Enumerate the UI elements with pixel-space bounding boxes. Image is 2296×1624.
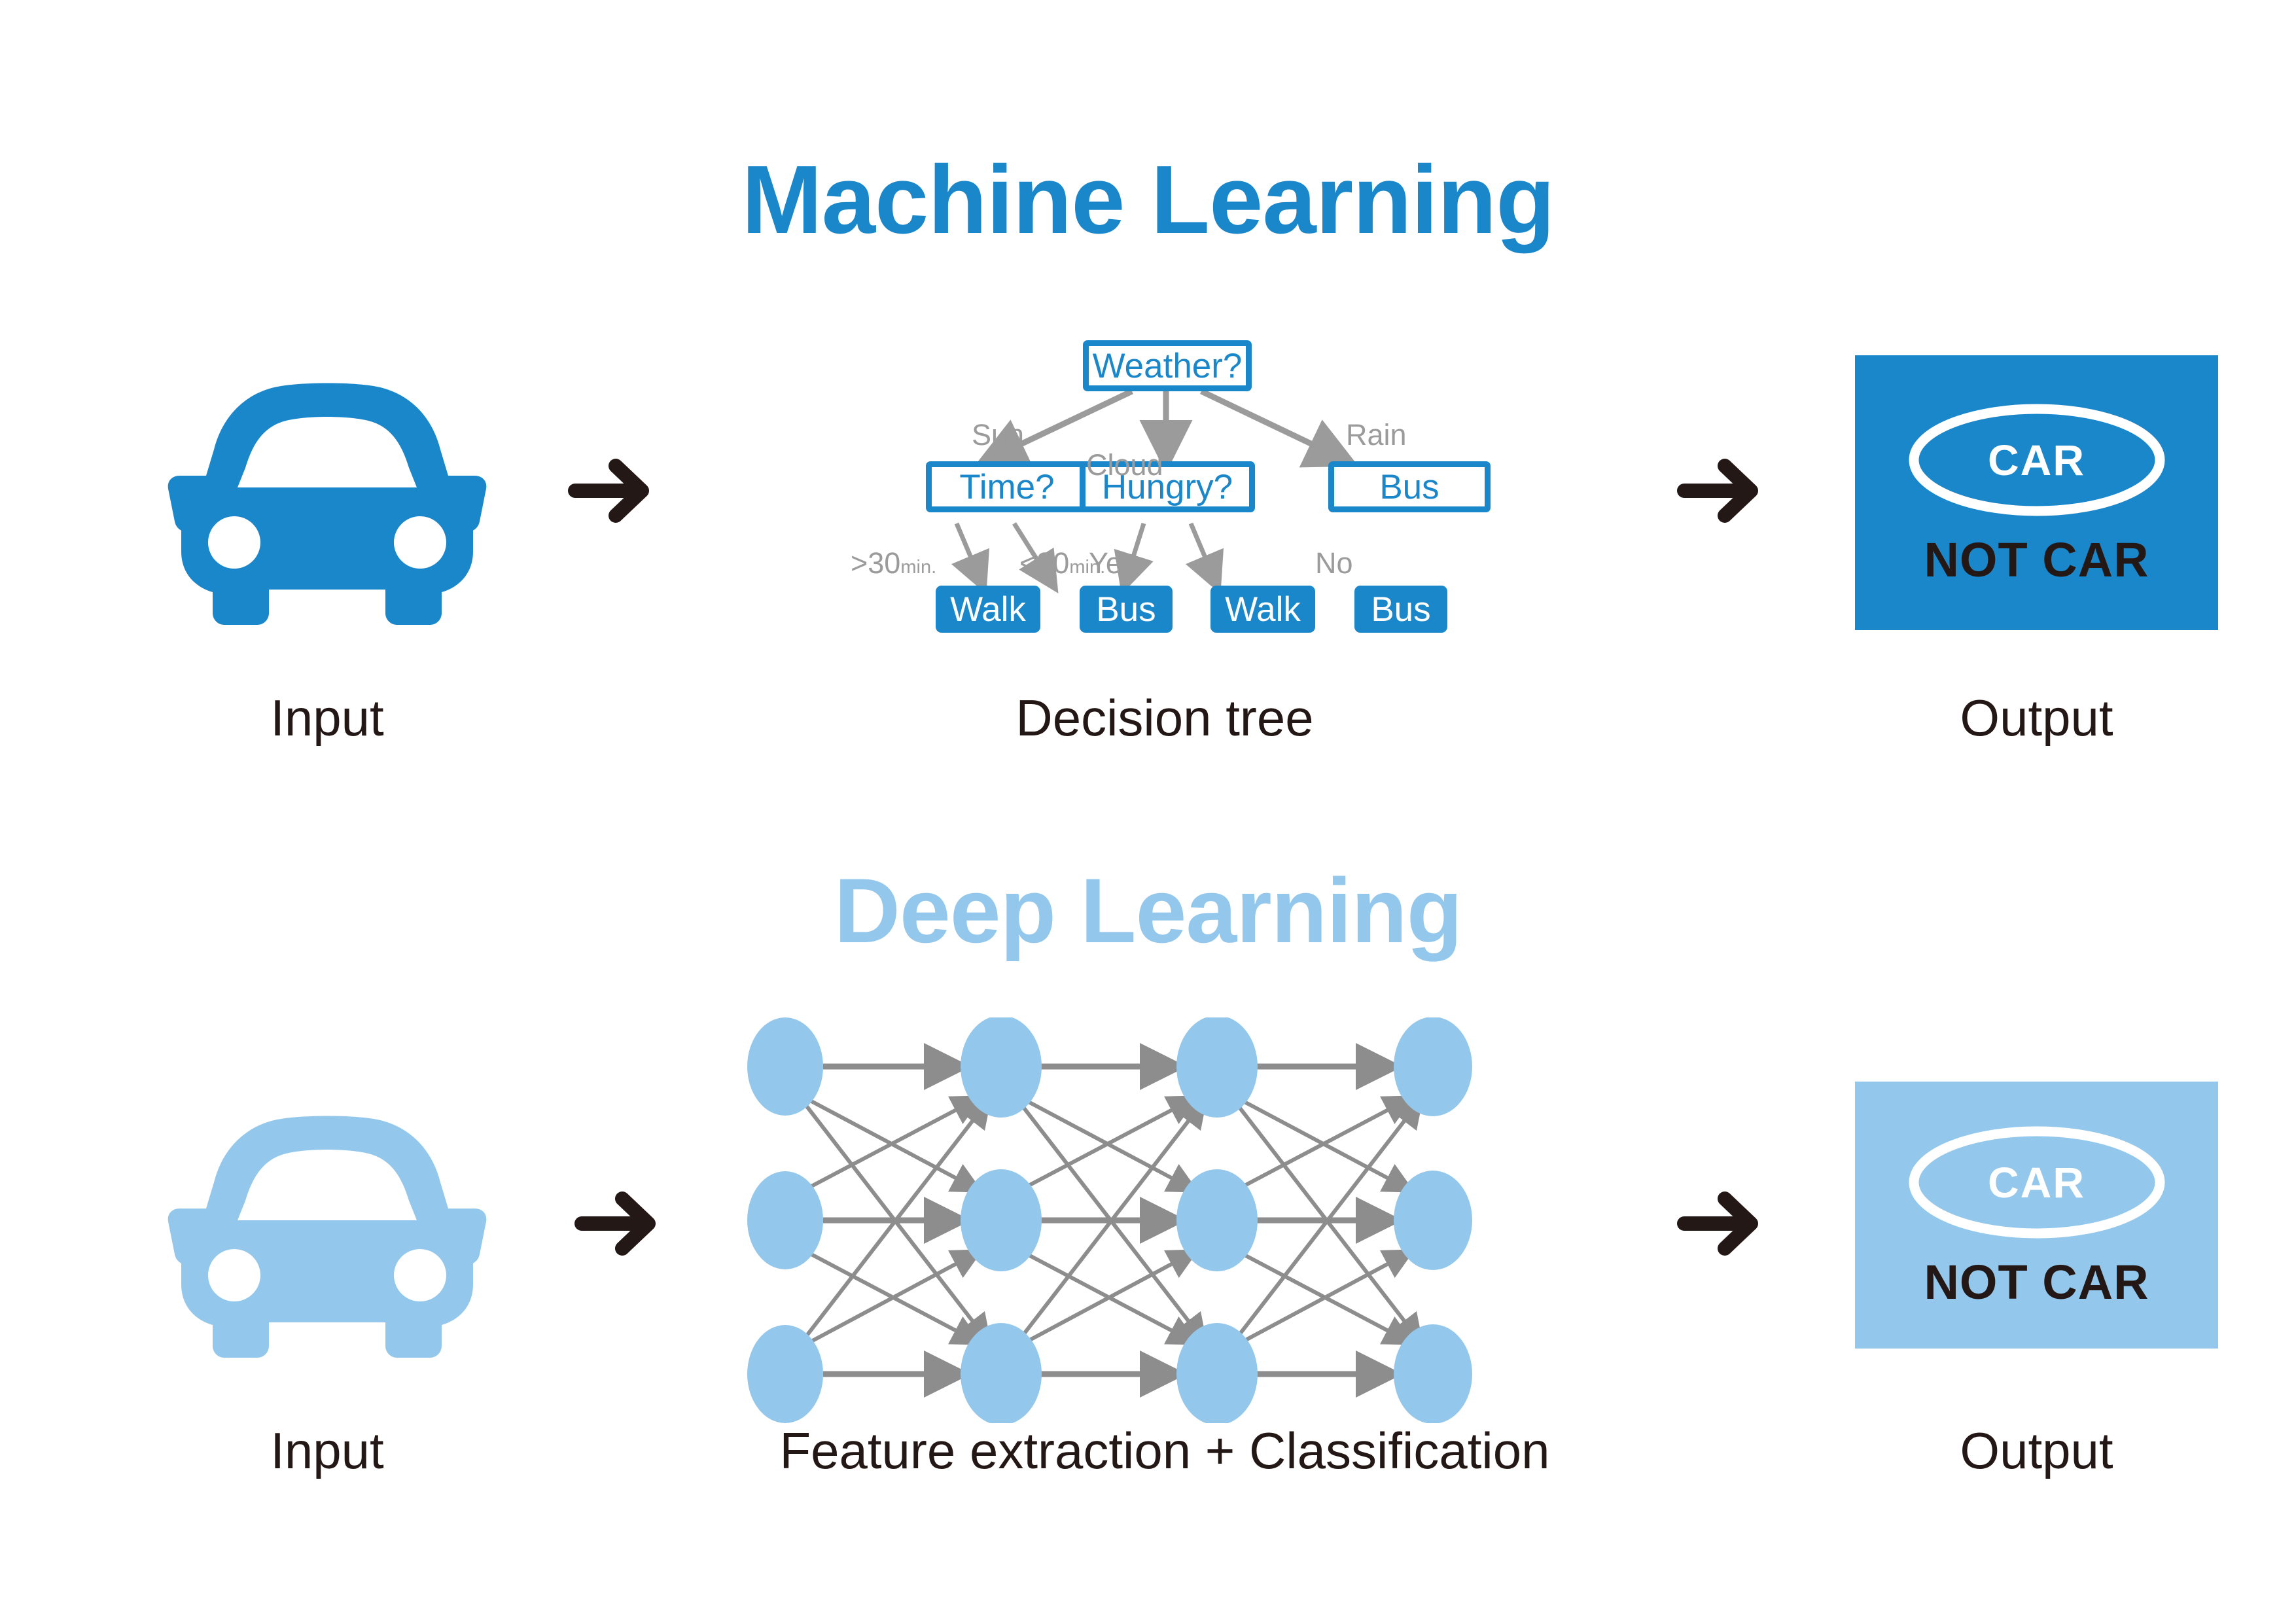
tree-edge-label-lt30-main: <30 bbox=[1019, 546, 1070, 580]
tree-edge-label-no: No bbox=[1315, 546, 1353, 580]
ml-car-badge-text: CAR bbox=[1988, 436, 2085, 484]
dl-arrow-1 bbox=[573, 1184, 664, 1263]
dl-output-panel: CAR NOT CAR bbox=[1855, 1082, 2218, 1349]
tree-node-time-label: Time? bbox=[959, 467, 1055, 506]
tree-edge-label-yes: Yes bbox=[1089, 546, 1137, 580]
ml-output-panel: CAR NOT CAR bbox=[1855, 355, 2218, 630]
tree-leaf-bus-1[interactable]: Bus bbox=[1080, 586, 1173, 633]
ml-car-badge: CAR bbox=[1906, 401, 2168, 519]
tree-node-weather[interactable]: Weather? bbox=[1083, 340, 1252, 391]
dl-car-badge-text: CAR bbox=[1988, 1158, 2085, 1207]
dl-output-label: Output bbox=[1960, 1422, 2113, 1479]
neural-network-nodes bbox=[747, 1015, 1472, 1425]
decision-tree: Weather? Time? Hungry? Bus Walk Bus Walk… bbox=[674, 340, 1655, 648]
tree-edge-label-cloud: Cloud bbox=[1086, 448, 1163, 482]
ml-arrow-2 bbox=[1675, 451, 1767, 530]
arrow-right-icon bbox=[1677, 459, 1758, 523]
tree-node-bus-rain[interactable]: Bus bbox=[1328, 461, 1491, 512]
tree-leaf-bus-2-label: Bus bbox=[1371, 590, 1431, 629]
dl-input-label: Input bbox=[270, 1422, 384, 1479]
arrow-right-icon bbox=[574, 1192, 656, 1256]
tree-node-hungry-label: Hungry? bbox=[1101, 467, 1233, 506]
tree-node-bus-rain-label: Bus bbox=[1379, 467, 1439, 506]
tree-leaf-bus-2[interactable]: Bus bbox=[1354, 586, 1447, 633]
tree-leaf-walk-2-label: Walk bbox=[1225, 590, 1301, 629]
dl-arrow-2 bbox=[1675, 1184, 1767, 1263]
dl-input-car-icon bbox=[167, 1103, 487, 1358]
neural-network-diagram bbox=[739, 1015, 1603, 1425]
arrow-right-icon bbox=[568, 459, 649, 523]
tree-leaf-bus-1-label: Bus bbox=[1096, 590, 1156, 629]
tree-edge-label-sun: Sun bbox=[972, 418, 1025, 451]
tree-node-time[interactable]: Time? bbox=[926, 461, 1088, 512]
dl-middle-label: Feature extraction + Classification bbox=[779, 1422, 1550, 1479]
neural-network-svg bbox=[747, 1015, 1472, 1425]
tree-node-weather-label: Weather? bbox=[1092, 346, 1243, 385]
tree-leaf-walk-1[interactable]: Walk bbox=[936, 586, 1040, 633]
ml-middle-label: Decision tree bbox=[1016, 689, 1314, 747]
tree-edge-label-gt30: >30min. bbox=[851, 548, 936, 578]
ml-input-label: Input bbox=[270, 689, 384, 747]
tree-edge-label-gt30-main: >30 bbox=[851, 546, 901, 580]
decision-tree-edges bbox=[951, 388, 1359, 595]
tree-node-hungry[interactable]: Hungry? bbox=[1080, 461, 1255, 512]
tree-edge-label-lt30: <30min. bbox=[1019, 548, 1105, 578]
tree-edge-label-lt30-unit: min. bbox=[1069, 557, 1106, 578]
arrow-right-icon bbox=[1677, 1192, 1758, 1256]
ml-input-car-icon bbox=[167, 370, 487, 625]
tree-edge-label-rain: Rain bbox=[1346, 418, 1407, 451]
ml-not-car-text: NOT CAR bbox=[1924, 533, 2149, 587]
car-icon bbox=[168, 1116, 487, 1358]
car-icon bbox=[168, 383, 487, 625]
tree-edge-label-gt30-unit: min. bbox=[900, 557, 937, 578]
dl-not-car-text: NOT CAR bbox=[1924, 1255, 2149, 1309]
ml-arrow-1 bbox=[566, 451, 658, 530]
tree-leaf-walk-2[interactable]: Walk bbox=[1210, 586, 1315, 633]
dl-car-badge: CAR bbox=[1906, 1123, 2168, 1241]
ellipse-outline-icon bbox=[1909, 1126, 2164, 1239]
tree-leaf-walk-1-label: Walk bbox=[950, 590, 1026, 629]
ml-output-label: Output bbox=[1960, 689, 2113, 747]
deep-learning-title: Deep Learning bbox=[834, 859, 1462, 962]
machine-learning-title: Machine Learning bbox=[741, 146, 1555, 254]
ellipse-outline-icon bbox=[1909, 404, 2164, 516]
